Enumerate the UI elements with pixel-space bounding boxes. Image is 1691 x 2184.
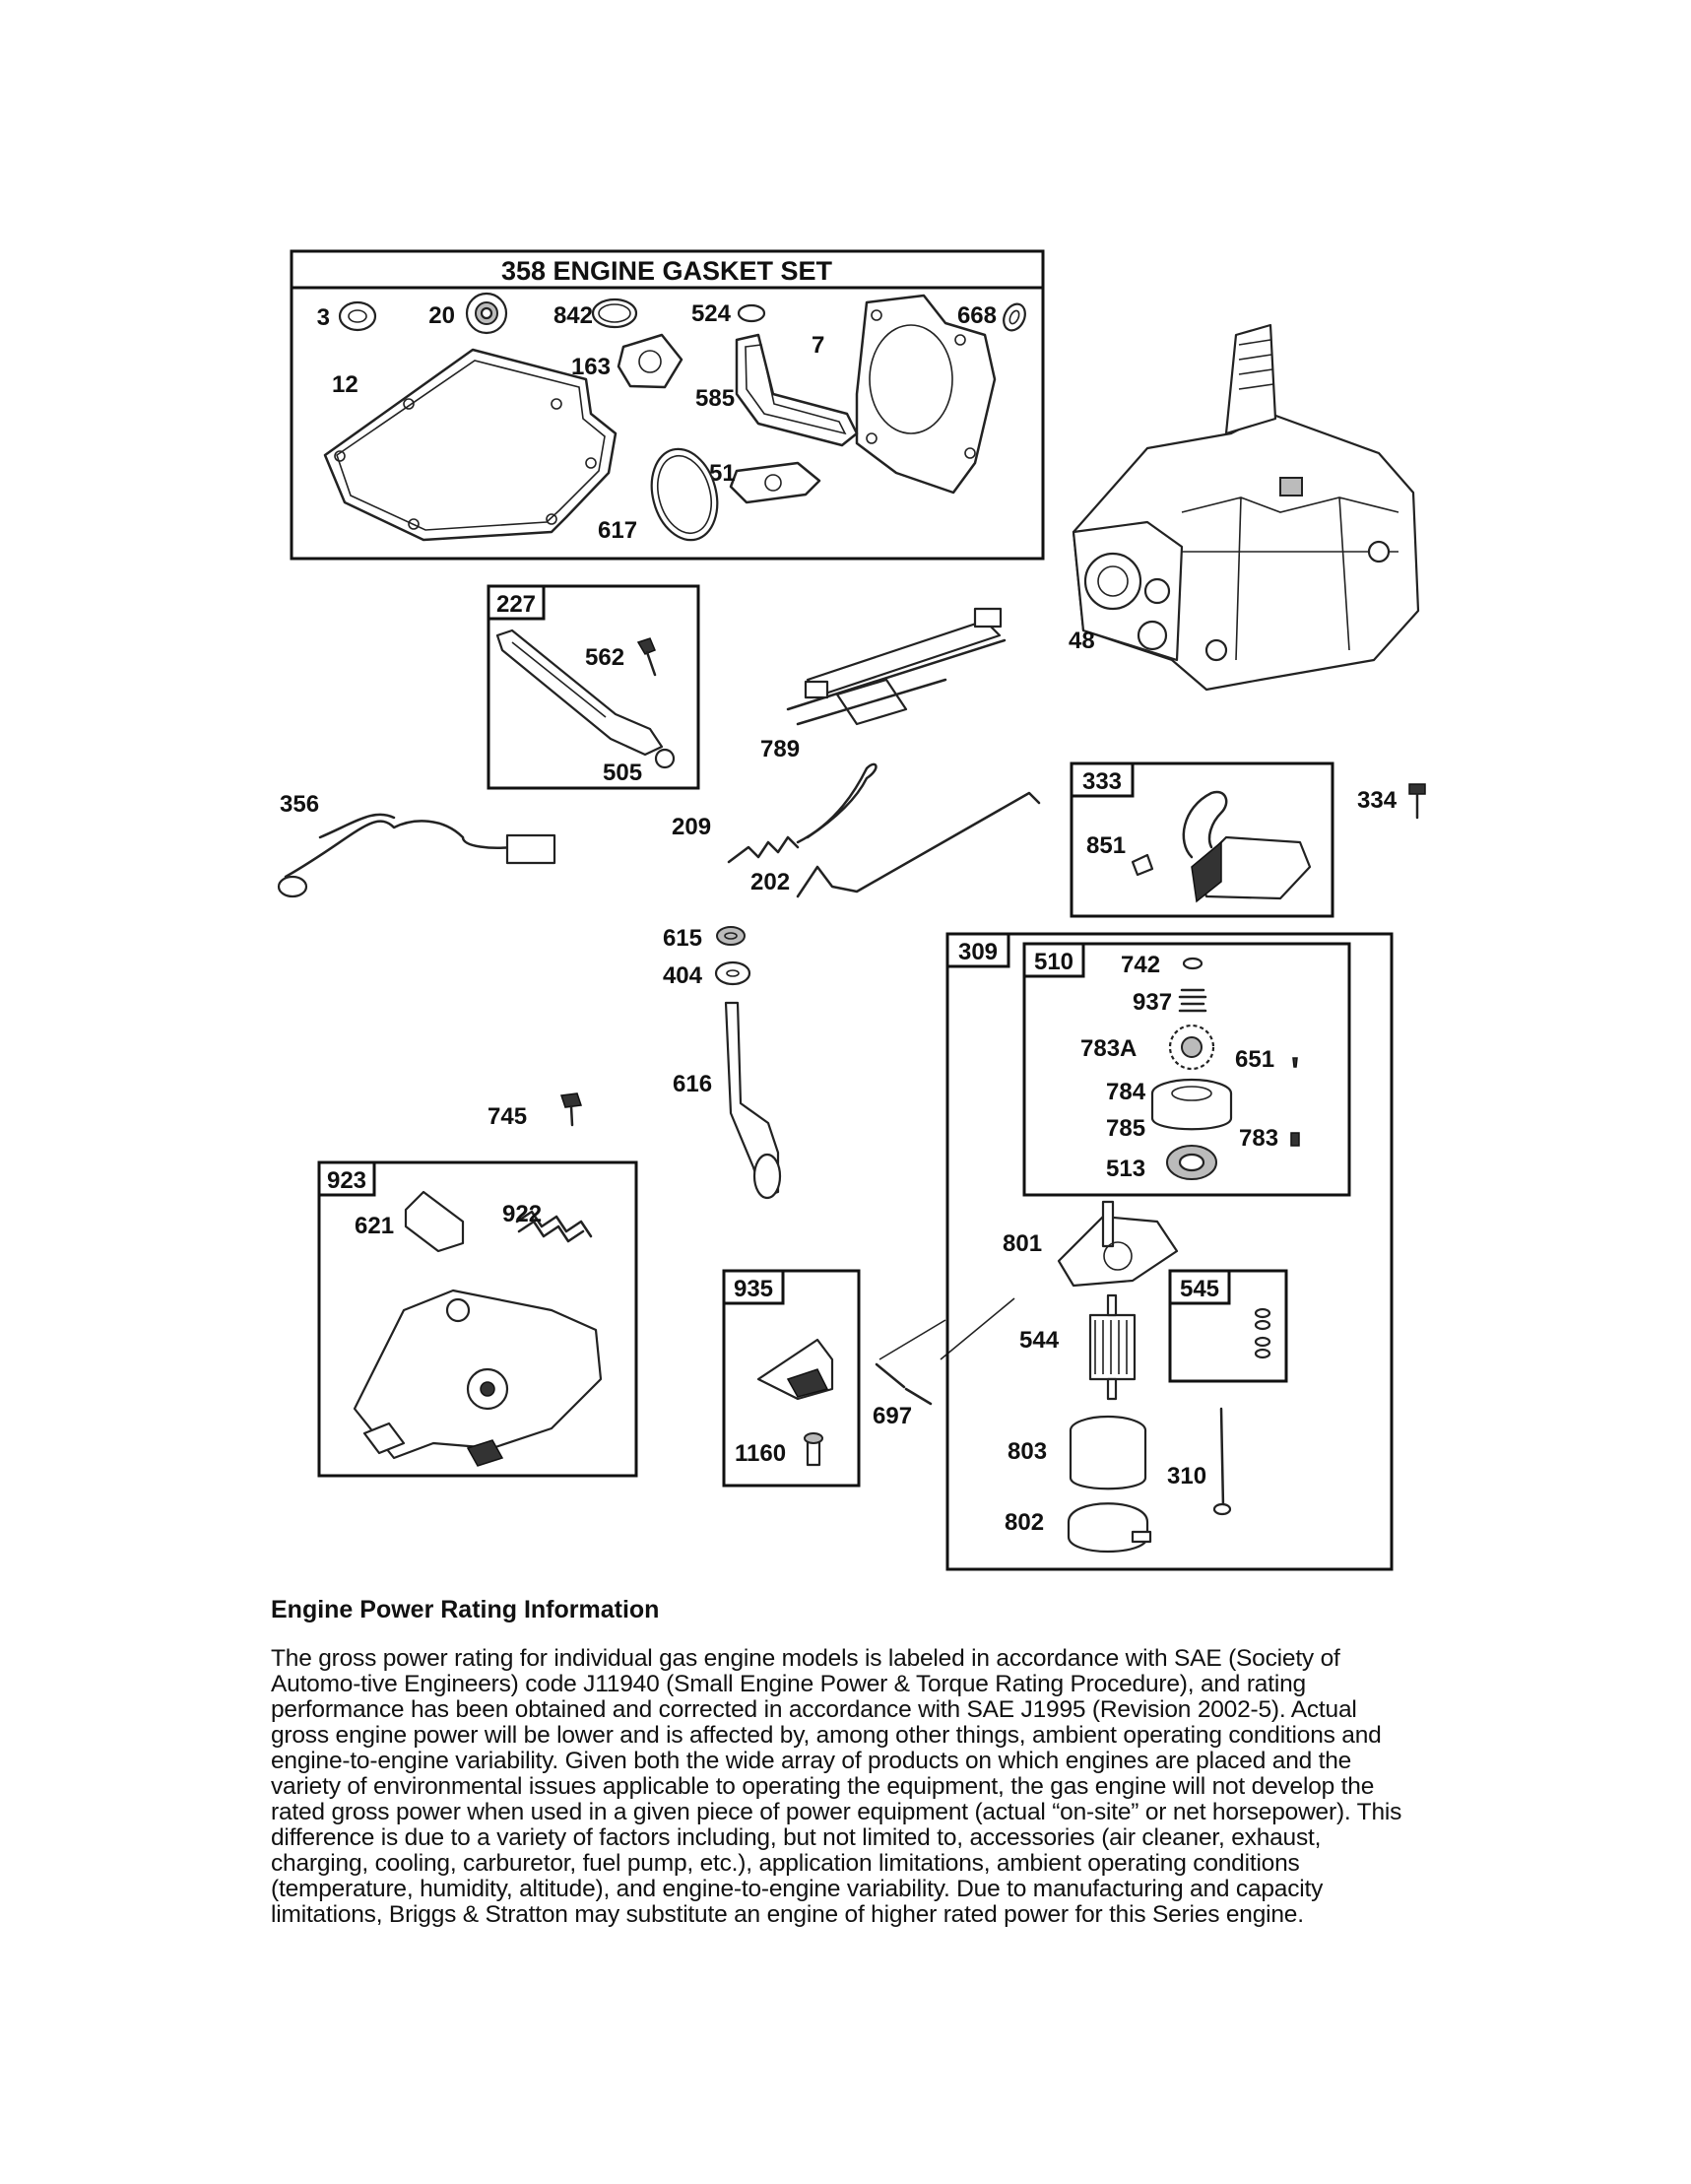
part-616: 616 [673,1001,782,1200]
seal-3-icon [338,300,377,332]
info-heading: Engine Power Rating Information [271,1596,660,1623]
lever-227-icon [495,629,664,757]
spring-937-icon [1178,988,1207,1013]
part-404: 404 [663,960,751,989]
tag-545: 545 [1180,1276,1219,1302]
part-209: 209 [672,762,878,864]
label-668: 668 [957,302,997,329]
gasket-163-icon [617,333,683,389]
part-745: 745 [488,1092,583,1130]
group-923: 923 621 922 [317,1160,638,1478]
label-524: 524 [691,300,732,327]
label-615: 615 [663,925,702,952]
label-209: 209 [672,814,711,840]
label-922: 922 [502,1201,542,1227]
label-783: 783 [1239,1125,1278,1152]
group-309: 309 510 742 937 783A 784 785 513 651 783… [945,932,1394,1571]
tag-333: 333 [1082,768,1122,795]
label-651: 651 [1235,1046,1274,1073]
seal-668-icon [1003,302,1026,332]
label-163: 163 [571,354,611,380]
label-616: 616 [673,1071,712,1097]
end-cap-802-icon [1067,1502,1149,1553]
label-745: 745 [488,1103,527,1130]
label-617: 617 [598,517,637,544]
crankshaft-stub-icon [1224,323,1277,435]
gasket-12-icon [323,348,618,542]
tag-309: 309 [958,939,998,965]
label-785: 785 [1106,1115,1145,1142]
label-334: 334 [1357,787,1398,814]
gasket-set-box: 358 ENGINE GASKET SET 3 20 842 524 668 1… [290,249,1045,561]
label-783A: 783A [1080,1035,1137,1062]
label-7: 7 [812,332,824,359]
spring-922-icon [515,1210,593,1238]
tag-227: 227 [496,591,536,618]
label-12: 12 [332,371,358,398]
part-202: 202 [750,791,1041,898]
label-842: 842 [553,302,593,329]
label-202: 202 [750,869,790,895]
label-356: 356 [280,791,319,818]
tag-935: 935 [734,1276,773,1302]
label-801: 801 [1003,1230,1042,1257]
part-789: 789 [760,607,1007,762]
label-544: 544 [1019,1327,1060,1354]
tag-510: 510 [1034,949,1073,975]
group-227: 227 562 505 [487,584,700,790]
group-935: 935 1160 [722,1269,861,1488]
pin-651-icon [1292,1057,1298,1068]
label-621: 621 [355,1213,394,1239]
label-802: 802 [1005,1509,1044,1536]
label-20: 20 [428,302,455,329]
gasket-51-icon [729,461,821,504]
label-310: 310 [1167,1463,1206,1489]
engine-block-48: 48 [1069,323,1420,692]
bolt-310-icon [1212,1502,1232,1516]
label-48: 48 [1069,628,1095,654]
label-513: 513 [1106,1156,1145,1182]
info-body: The gross power rating for individual ga… [271,1645,1402,1928]
label-1160: 1160 [735,1440,786,1467]
gasket-585-icon [735,333,859,447]
part-615: 615 [663,925,746,952]
label-404: 404 [663,962,703,989]
label-585: 585 [695,385,735,412]
part-356: 356 [277,791,556,898]
label-3: 3 [317,304,330,331]
part-334: 334 [1357,783,1426,820]
label-851: 851 [1086,832,1126,859]
armature-544-icon [1088,1313,1137,1381]
end-cap-801-icon [1057,1215,1179,1288]
tag-923: 923 [327,1167,366,1194]
housing-803-icon [1069,1430,1147,1490]
label-803: 803 [1008,1438,1047,1465]
head-gasket-7-icon [855,294,997,495]
part-742-icon [1182,957,1203,970]
label-505: 505 [603,760,642,786]
part-697: 697 [873,1297,1015,1429]
label-562: 562 [585,644,624,671]
label-742: 742 [1121,952,1160,978]
washer-524-icon [737,303,766,323]
oring-617-icon [650,447,719,542]
label-697: 697 [873,1403,912,1429]
clutch-784-icon [1150,1093,1233,1131]
pin-783-icon [1290,1132,1300,1147]
label-937: 937 [1133,989,1172,1016]
label-784: 784 [1106,1079,1146,1105]
ignition-coil-icon [1195,835,1312,900]
clip-621-icon [404,1190,465,1253]
label-789: 789 [760,736,800,762]
engine-power-rating-info: Engine Power Rating Information The gros… [271,1596,1403,1928]
group-333: 333 851 [1070,761,1334,918]
gasket-set-title: 358 ENGINE GASKET SET [501,256,833,286]
